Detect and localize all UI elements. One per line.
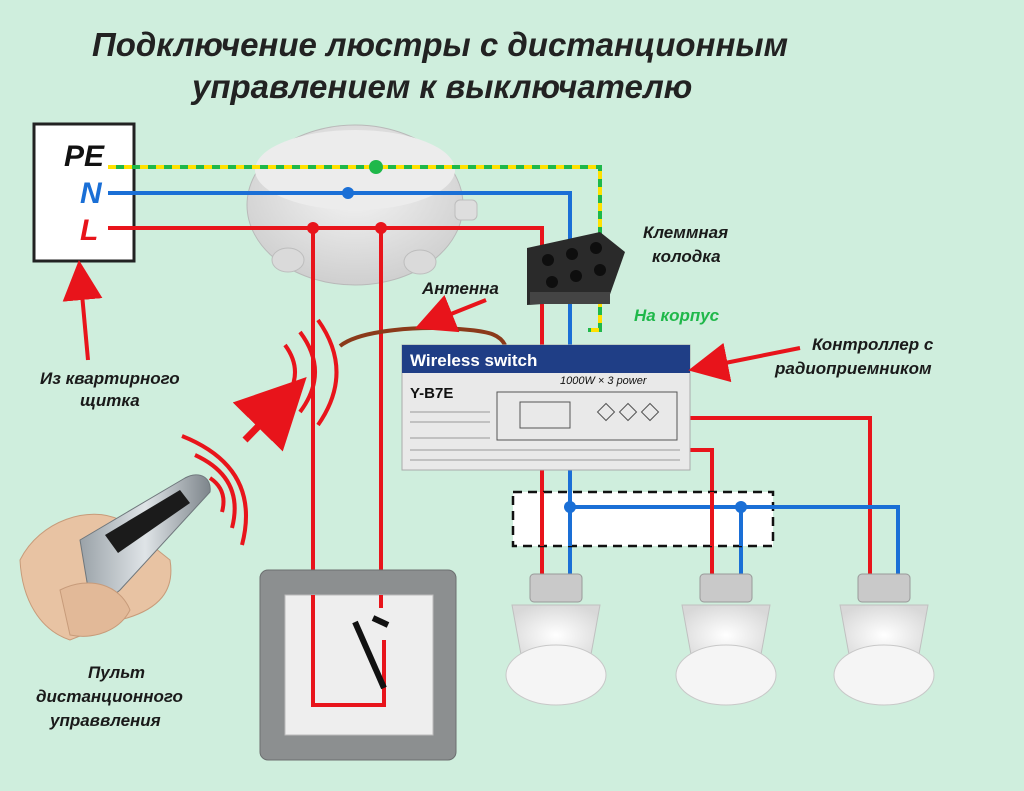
controller-rating: 1000W × 3 power [560,375,648,387]
radio-waves-receiver [283,318,339,427]
title-line-1: Подключение люстры с дистанционным [92,26,788,63]
chandelier-outline [511,490,775,548]
label-antenna: Антенна [421,279,499,298]
controller-model: Y-B7E [410,385,453,402]
label-terminal-1: Клеммная [643,223,728,242]
label-remote-1: Пульт [88,663,145,682]
wall-switch [259,569,457,761]
controller-device: Wireless switch Y-B7E 1000W × 3 power [401,344,691,471]
label-ground: На корпус [634,306,720,325]
switch-contact [352,620,387,690]
label-source-2: щитка [80,391,140,410]
radio-waves-remote [181,434,248,546]
lamp-2 [675,573,777,706]
label-controller-2: радиоприемником [774,359,932,378]
lamp-3 [833,573,935,706]
label-remote-3: управвления [49,711,161,730]
terminal-block [527,232,625,305]
label-n: N [80,177,103,210]
arrow-source [62,260,103,361]
label-terminal-2: колодка [652,247,721,266]
junction-box [246,124,478,286]
label-controller-1: Контроллер с [812,335,934,354]
lamp-1 [505,573,607,706]
title-line-2: управлением к выключателю [190,68,692,105]
remote-control [19,474,211,641]
antenna-wire [338,326,507,348]
arrow-antenna [414,295,487,333]
label-remote-2: дистанционного [36,687,183,706]
label-l: L [80,214,98,247]
controller-header: Wireless switch [410,351,537,370]
wire-switch-in [311,595,386,707]
label-source-1: Из квартирного [40,369,180,388]
signal-arrow [232,376,307,452]
label-pe: PE [64,140,105,173]
arrow-controller [688,342,801,383]
